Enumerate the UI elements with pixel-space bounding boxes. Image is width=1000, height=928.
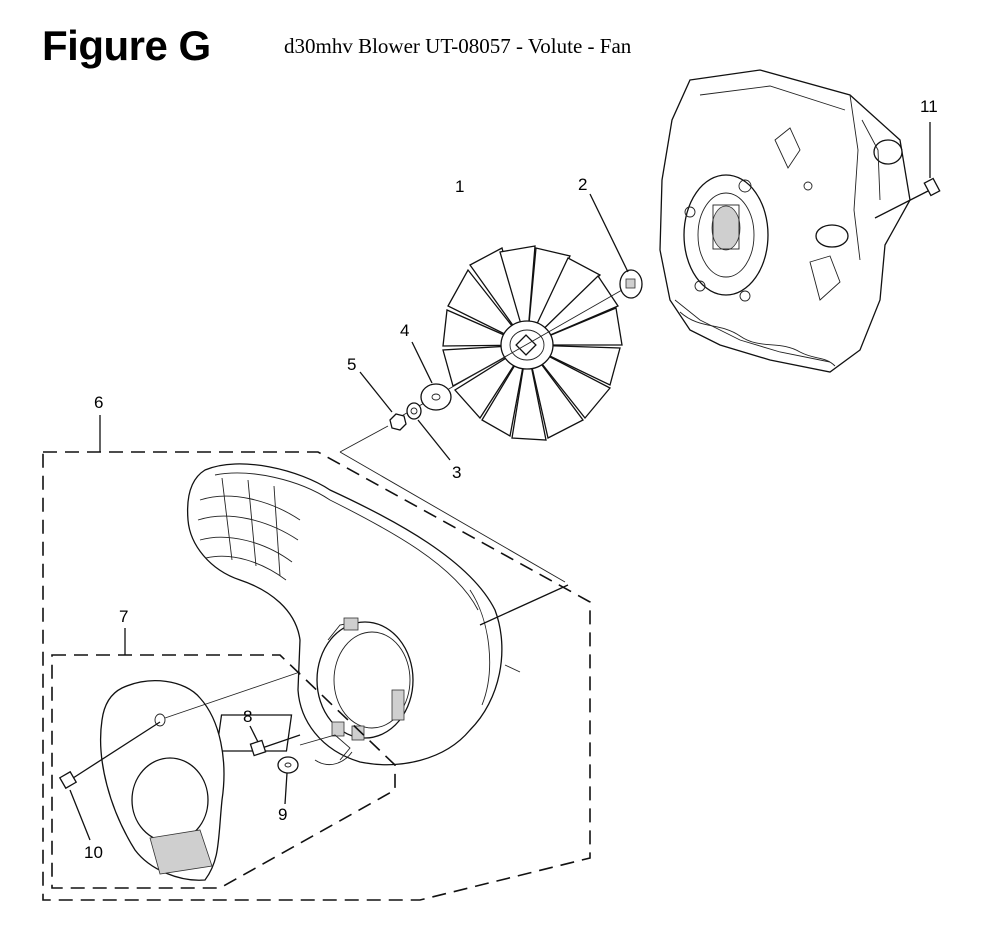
- callout-3: 3: [452, 463, 461, 482]
- callout-5: 5: [347, 355, 356, 374]
- figure-title: Figure G: [42, 22, 211, 69]
- figure-subtitle: d30mhv Blower UT-08057 - Volute - Fan: [284, 34, 632, 58]
- callout-6: 6: [94, 393, 103, 412]
- nut-5: [359, 371, 407, 431]
- callout-1: 1: [455, 177, 464, 196]
- callout-2: 2: [578, 175, 587, 194]
- motor-housing: [659, 69, 911, 373]
- volute-housing: [186, 463, 569, 766]
- volute-cover: [99, 671, 301, 881]
- washer-2: [589, 193, 643, 299]
- washer-3: [406, 402, 451, 461]
- fan: [442, 245, 623, 441]
- screw-11: [874, 122, 941, 219]
- callout-9: 9: [278, 805, 287, 824]
- washer-4: [411, 341, 452, 411]
- screw-10: [58, 721, 161, 841]
- washer-9: [277, 756, 299, 805]
- callout-10: 10: [84, 843, 103, 862]
- callout-7: 7: [119, 607, 128, 626]
- callout-4: 4: [400, 321, 409, 340]
- callout-11: 11: [920, 97, 938, 116]
- callout-8: 8: [243, 707, 252, 726]
- screw-8: [249, 725, 301, 757]
